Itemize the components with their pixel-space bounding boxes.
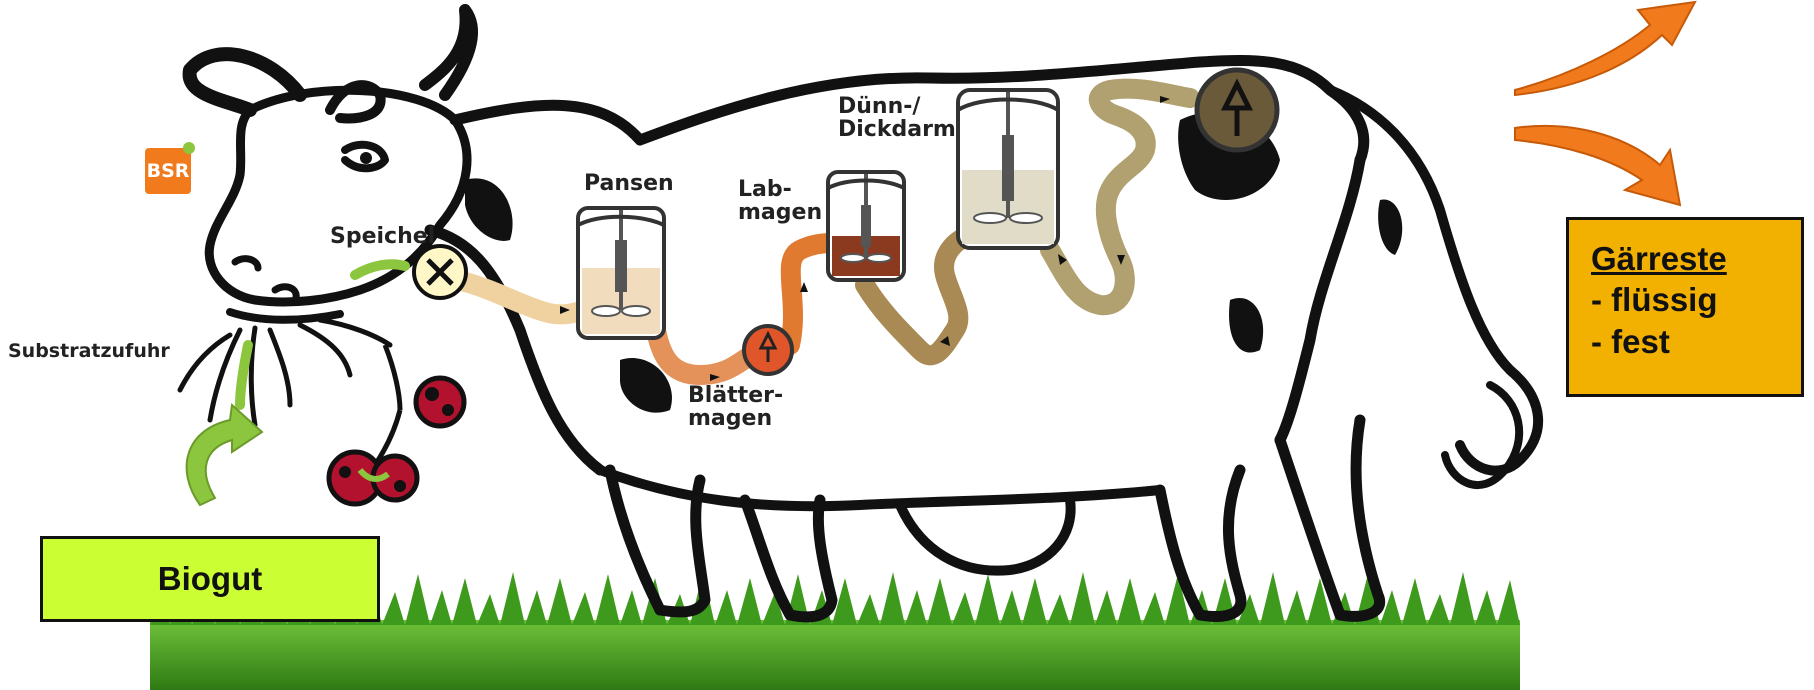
- label-labmagen-line2: magen: [738, 201, 822, 224]
- output-arrows: [1515, 2, 1695, 205]
- gaerreste-output-box: Gärreste - flüssig - fest: [1566, 217, 1804, 397]
- label-pansen: Pansen: [584, 172, 674, 195]
- flower-2: [329, 410, 417, 504]
- bsr-logo-dot: [183, 142, 195, 154]
- label-darm-line2: Dickdarm: [838, 118, 956, 141]
- label-substratzufuhr: Substratzufuhr: [8, 342, 170, 362]
- speichel-mixer-node: [414, 246, 466, 298]
- blaettermagen-pump-node: [744, 326, 792, 374]
- label-blaettermagen: Blätter- magen: [688, 384, 783, 430]
- label-labmagen: Lab- magen: [738, 178, 822, 224]
- gaerreste-line-fluessig: - flüssig: [1591, 279, 1801, 320]
- biogut-label: Biogut: [158, 560, 262, 598]
- pansen-reactor: [578, 208, 664, 338]
- label-darm: Dünn-/ Dickdarm: [838, 95, 956, 141]
- label-labmagen-line1: Lab-: [738, 178, 822, 201]
- mouth-grass: [180, 320, 390, 425]
- gaerreste-title: Gärreste: [1591, 238, 1801, 279]
- darm-reactor: [958, 90, 1058, 248]
- label-blaettermagen-line1: Blätter-: [688, 384, 783, 407]
- label-speichel: Speichel: [330, 225, 435, 248]
- label-blaettermagen-line2: magen: [688, 407, 783, 430]
- output-pump-node: [1197, 70, 1277, 150]
- labmagen-reactor: [828, 172, 904, 280]
- label-darm-line1: Dünn-/: [838, 95, 956, 118]
- gaerreste-line-fest: - fest: [1591, 321, 1801, 362]
- bsr-logo: BSR: [145, 148, 191, 194]
- biogut-input-box: Biogut: [40, 536, 380, 622]
- input-arrow: [187, 405, 262, 505]
- bsr-logo-text: BSR: [147, 160, 190, 182]
